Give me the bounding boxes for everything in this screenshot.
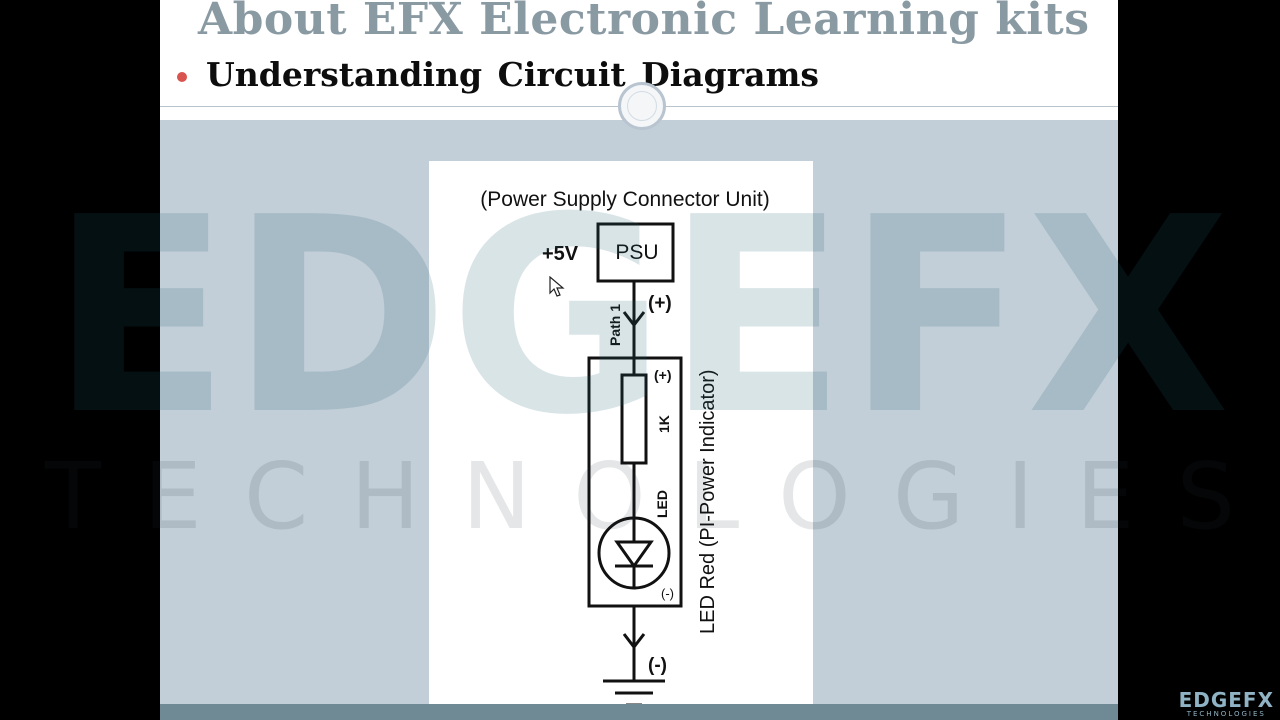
slide-footer-band	[160, 704, 1118, 720]
circuit-diagram: (Power Supply Connector Unit) +5V PSU Pa…	[429, 161, 813, 720]
path-label: Path 1	[607, 304, 623, 346]
corner-logo: EDGEFX TECHNOLOGIES	[1179, 690, 1274, 718]
plus-terminal-label: (+)	[648, 293, 672, 314]
module-name-label: LED Red (PI-Power Indicator)	[697, 369, 719, 634]
corner-logo-brand: EDGEFX	[1178, 688, 1274, 712]
presentation-slide: About EFX Electronic Learning kits Under…	[160, 0, 1118, 720]
resistor-symbol	[620, 373, 648, 465]
divider-circle-icon	[618, 82, 666, 130]
resistor-value-label: 1K	[656, 415, 672, 433]
mouse-pointer-icon	[549, 276, 565, 297]
module-plus-label: (+)	[654, 367, 672, 383]
minus-terminal-label: (-)	[648, 655, 667, 676]
slide-title: About EFX Electronic Learning kits	[198, 0, 1090, 45]
corner-logo-tagline: TECHNOLOGIES	[1186, 710, 1266, 718]
slide-header: About EFX Electronic Learning kits Under…	[160, 0, 1118, 130]
voltage-label: +5V	[542, 243, 579, 265]
psu-label: PSU	[615, 241, 658, 264]
slide-subtitle: Understanding Circuit Diagrams	[206, 55, 820, 94]
diagram-heading: (Power Supply Connector Unit)	[480, 188, 769, 211]
module-minus-label: (-)	[661, 586, 674, 601]
arrow-down-icon	[622, 633, 646, 650]
circuit-diagram-svg: (Power Supply Connector Unit) +5V PSU Pa…	[480, 188, 770, 707]
arrow-down-icon	[622, 311, 646, 328]
led-label: LED	[654, 490, 670, 518]
diode-triangle	[614, 540, 654, 569]
bullet-icon	[177, 72, 187, 82]
